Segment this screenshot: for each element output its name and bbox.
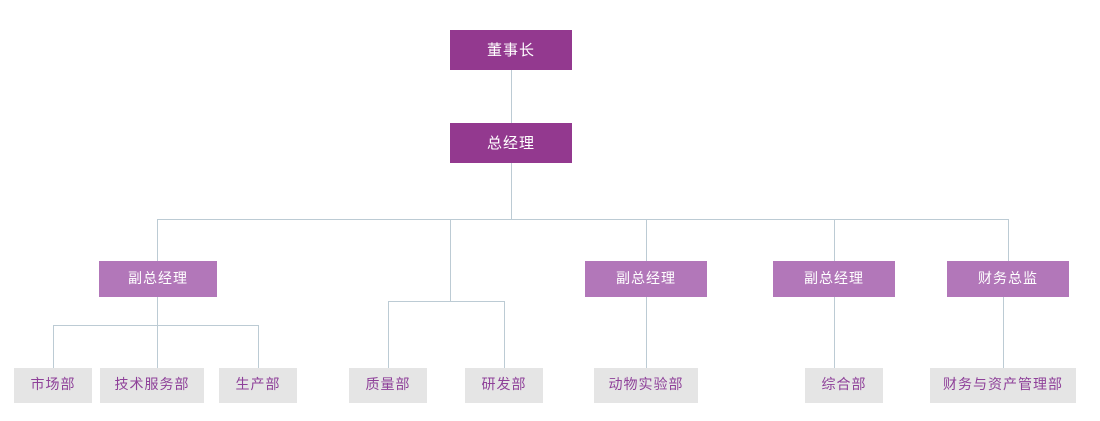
connector-gm-stem <box>511 163 512 219</box>
node-dept-general-affairs-label: 综合部 <box>821 377 867 394</box>
connector-bus-to-finance-director <box>1008 219 1009 261</box>
connector-to-dept-tech-service <box>157 325 158 368</box>
connector-bus-to-deputy-gm-2 <box>646 219 647 261</box>
connector-quality-rnd-bus <box>388 301 505 302</box>
node-dept-tech-service-label: 技术服务部 <box>114 377 190 394</box>
node-dept-animal-lab-label: 动物实验部 <box>608 377 684 394</box>
node-dept-quality-label: 质量部 <box>365 377 411 394</box>
node-dept-tech-service[interactable]: 技术服务部 <box>100 368 204 403</box>
node-dept-animal-lab[interactable]: 动物实验部 <box>594 368 698 403</box>
node-chairman[interactable]: 董事长 <box>450 30 572 70</box>
node-dept-marketing[interactable]: 市场部 <box>14 368 92 403</box>
node-dept-production-label: 生产部 <box>235 377 281 394</box>
node-chairman-label: 董事长 <box>486 41 535 59</box>
node-deputy-gm-2[interactable]: 副总经理 <box>585 261 707 297</box>
node-deputy-gm-1-label: 副总经理 <box>128 270 188 287</box>
node-dept-quality[interactable]: 质量部 <box>349 368 427 403</box>
node-dept-marketing-label: 市场部 <box>30 377 76 394</box>
node-dept-production[interactable]: 生产部 <box>219 368 297 403</box>
node-finance-director[interactable]: 财务总监 <box>947 261 1069 297</box>
connector-to-dept-animal-lab <box>646 297 647 368</box>
node-deputy-gm-3-label: 副总经理 <box>804 270 864 287</box>
node-dept-finance-assets-label: 财务与资产管理部 <box>943 377 1063 394</box>
connector-gm-bus <box>157 219 1009 220</box>
node-deputy-gm-1[interactable]: 副总经理 <box>99 261 217 297</box>
connector-to-dept-production <box>258 325 259 368</box>
connector-to-dept-general-affairs <box>834 297 835 368</box>
connector-bus-to-quality-rnd-branch <box>450 219 451 301</box>
node-deputy-gm-2-label: 副总经理 <box>616 270 676 287</box>
connector-to-dept-finance-assets <box>1003 297 1004 368</box>
connector-bus-to-deputy-gm-3 <box>834 219 835 261</box>
node-dept-rnd[interactable]: 研发部 <box>465 368 543 403</box>
node-dept-rnd-label: 研发部 <box>481 377 527 394</box>
connector-chairman-to-gm <box>511 70 512 123</box>
connector-deputy-gm-1-bus <box>53 325 259 326</box>
node-finance-director-label: 财务总监 <box>978 270 1038 287</box>
node-dept-finance-assets[interactable]: 财务与资产管理部 <box>930 368 1076 403</box>
connector-deputy-gm-1-stem <box>157 297 158 325</box>
connector-to-dept-quality <box>388 301 389 368</box>
node-deputy-gm-3[interactable]: 副总经理 <box>773 261 895 297</box>
node-general-manager[interactable]: 总经理 <box>450 123 572 163</box>
connector-to-dept-rnd <box>504 301 505 368</box>
node-dept-general-affairs[interactable]: 综合部 <box>805 368 883 403</box>
connector-to-dept-marketing <box>53 325 54 368</box>
connector-bus-to-deputy-gm-1 <box>157 219 158 261</box>
node-general-manager-label: 总经理 <box>486 134 535 152</box>
